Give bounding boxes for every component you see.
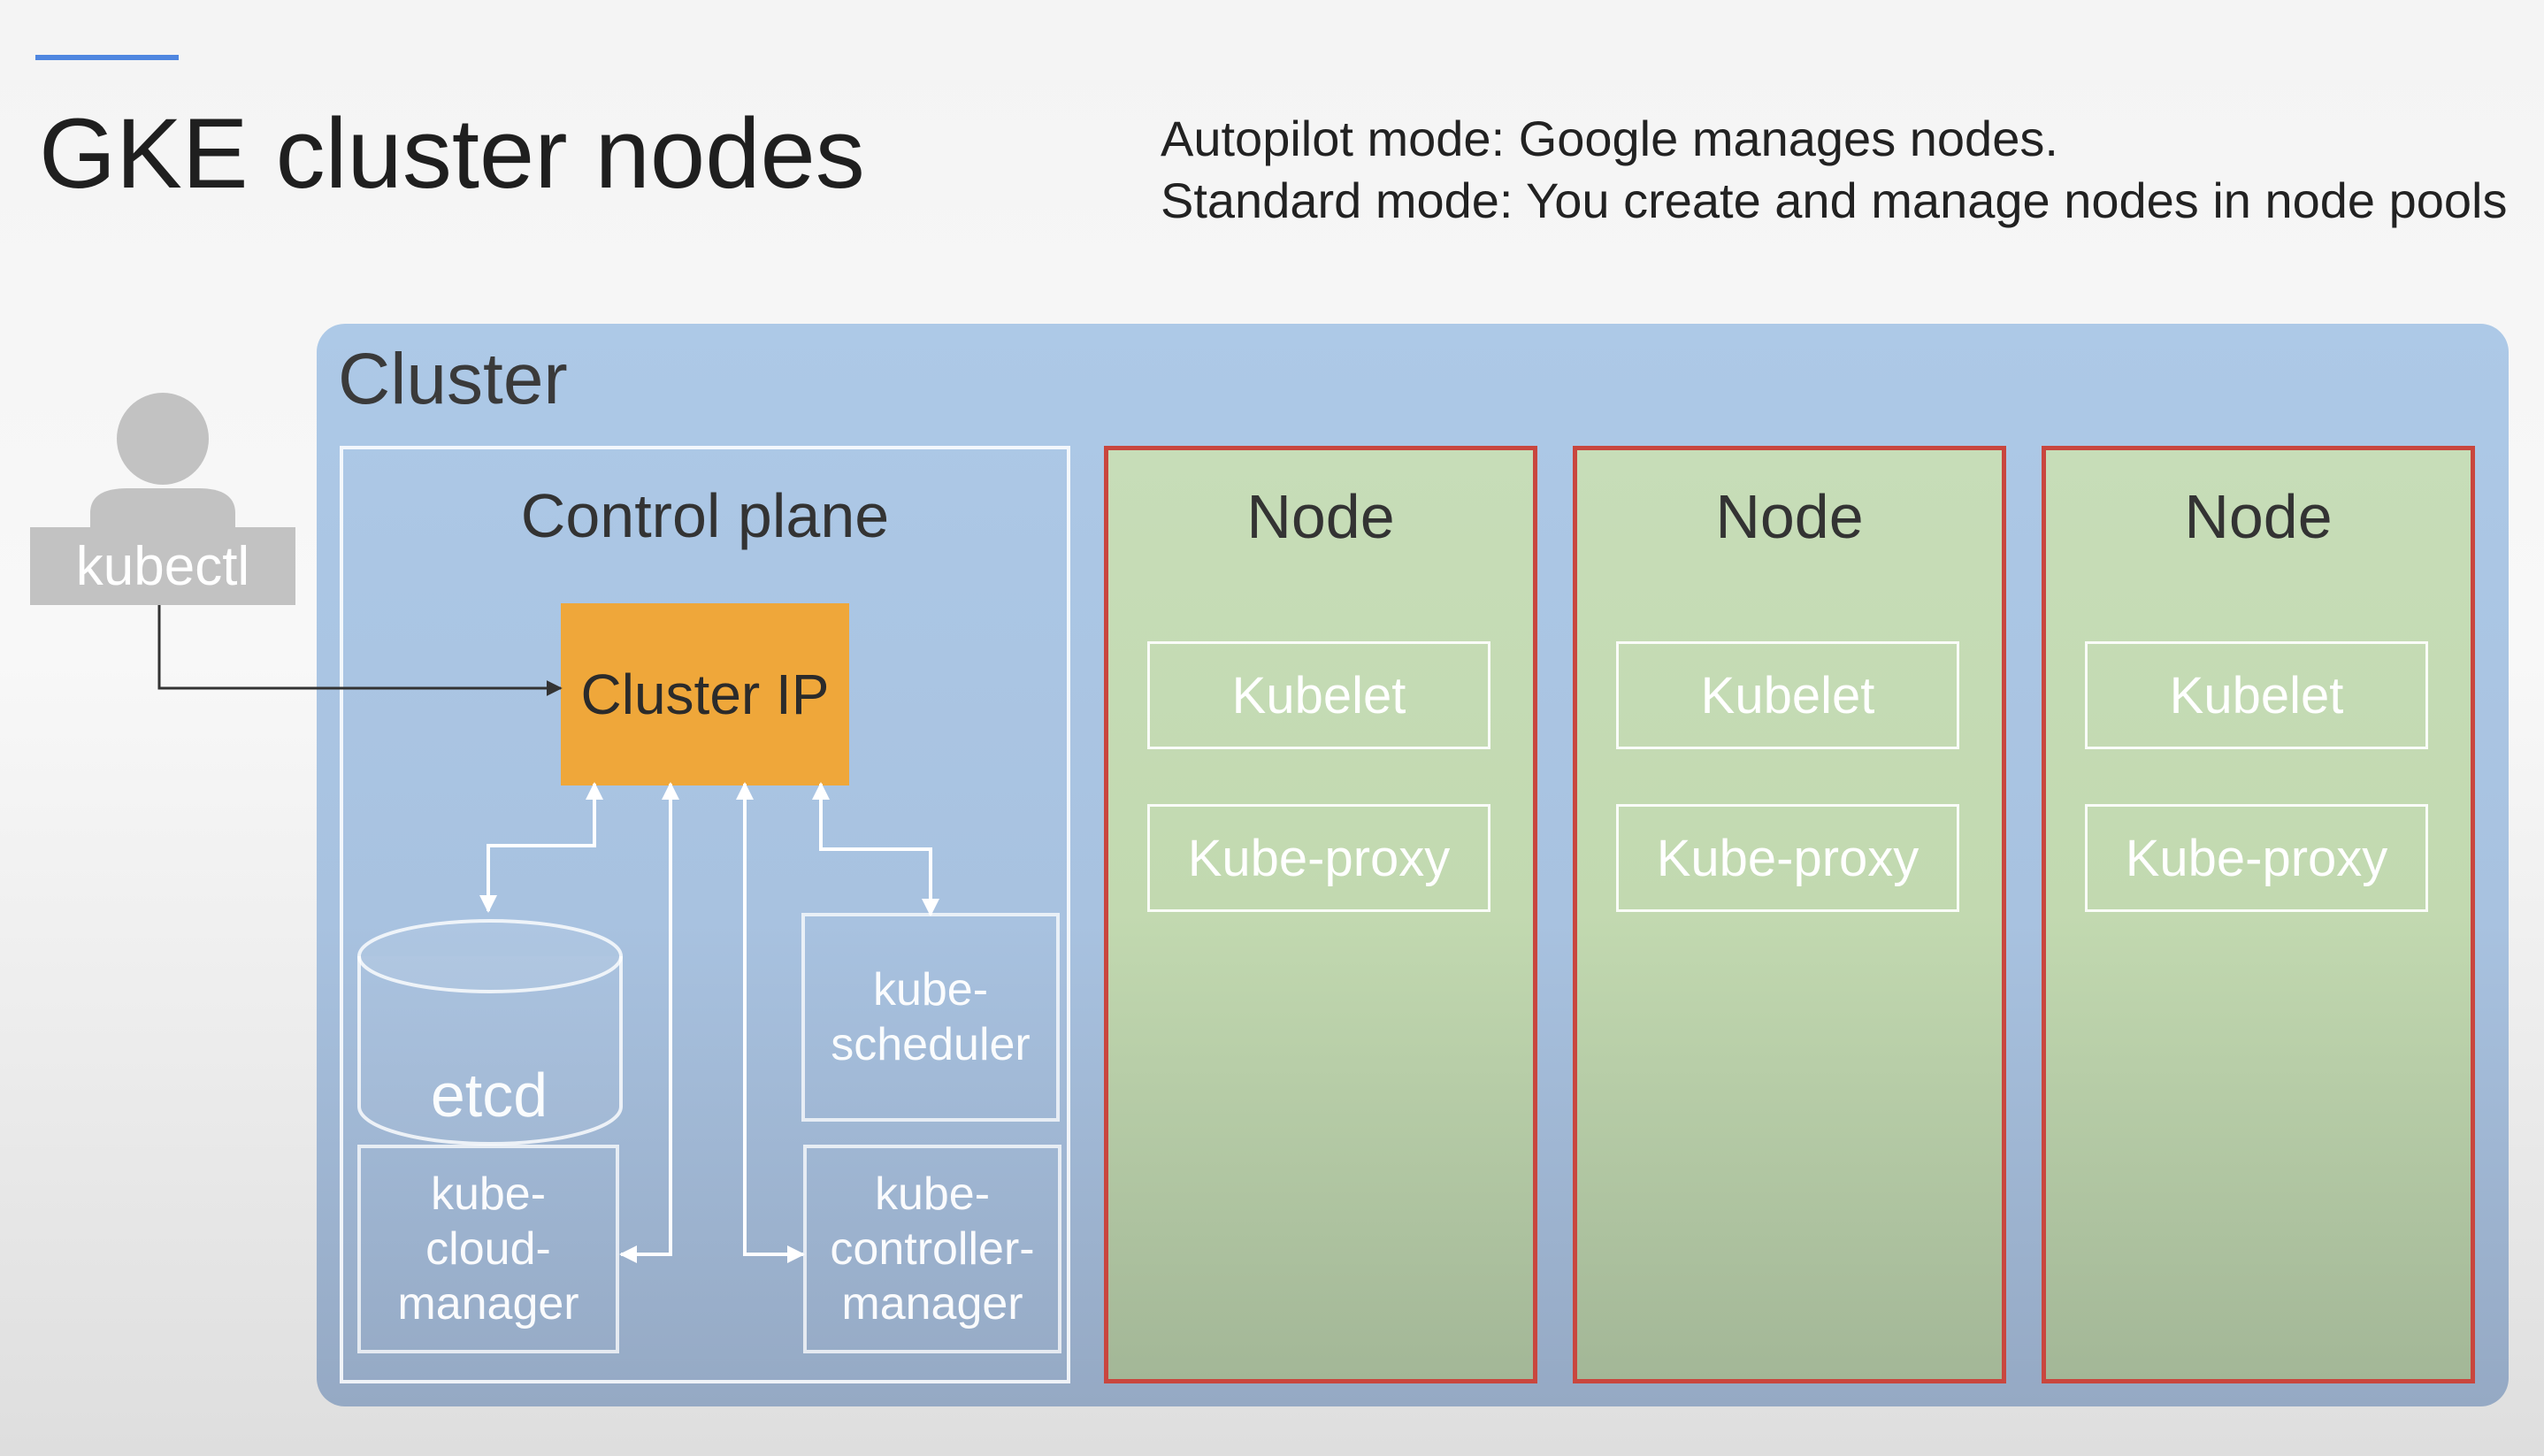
etcd-label: etcd (430, 1061, 548, 1130)
kube-proxy-box: Kube-proxy (2085, 804, 2428, 912)
kube-proxy-box: Kube-proxy (1616, 804, 1959, 912)
kube-scheduler-label: kube- scheduler (831, 964, 1031, 1070)
subtitle-line-autopilot: Autopilot mode: Google manages nodes. (1161, 111, 2058, 166)
kube-cloud-manager-label: kube- cloud- manager (397, 1169, 579, 1330)
kubectl-user: kubectl (30, 389, 295, 605)
etcd-cluster-ip-arrow (479, 782, 603, 913)
cloud-manager-cluster-ip-arrow (619, 782, 679, 1263)
etcd-cylinder (357, 919, 623, 1146)
scheduler-cluster-ip-arrow (812, 782, 939, 916)
control-plane-title: Control plane (520, 481, 890, 550)
kube-controller-manager-label: kube- controller- manager (830, 1169, 1035, 1330)
controller-manager-cluster-ip-arrow (736, 782, 805, 1263)
kube-controller-manager-box: kube- controller- manager (803, 1145, 1061, 1353)
kubectl-label: kubectl (30, 527, 295, 605)
node-title: Node (1246, 482, 1395, 551)
kubelet-box: Kubelet (2085, 641, 2428, 749)
node-1: Node Kubelet Kube-proxy (1104, 446, 1537, 1383)
cluster-title: Cluster (338, 339, 568, 419)
kube-cloud-manager-box: kube- cloud- manager (357, 1145, 619, 1353)
node-title: Node (1715, 482, 1864, 551)
cluster-ip-box: Cluster IP (561, 603, 849, 785)
kubelet-box: Kubelet (1147, 641, 1490, 749)
cluster: Cluster Control plane Cluster IP etcd ku… (317, 324, 2509, 1406)
control-plane: Control plane Cluster IP etcd kube- sche… (340, 446, 1070, 1383)
subtitle-line-standard: Standard mode: You create and manage nod… (1161, 172, 2508, 228)
node-2: Node Kubelet Kube-proxy (1573, 446, 2006, 1383)
kubelet-box: Kubelet (1616, 641, 1959, 749)
kubectl-to-cluster-ip-arrow (157, 605, 563, 696)
node-title: Node (2184, 482, 2333, 551)
subtitle: Autopilot mode: Google manages nodes. St… (1161, 108, 2508, 232)
page-title: GKE cluster nodes (39, 98, 865, 209)
person-icon (90, 393, 235, 531)
node-3: Node Kubelet Kube-proxy (2042, 446, 2475, 1383)
title-accent-bar (35, 55, 179, 60)
kube-proxy-box: Kube-proxy (1147, 804, 1490, 912)
